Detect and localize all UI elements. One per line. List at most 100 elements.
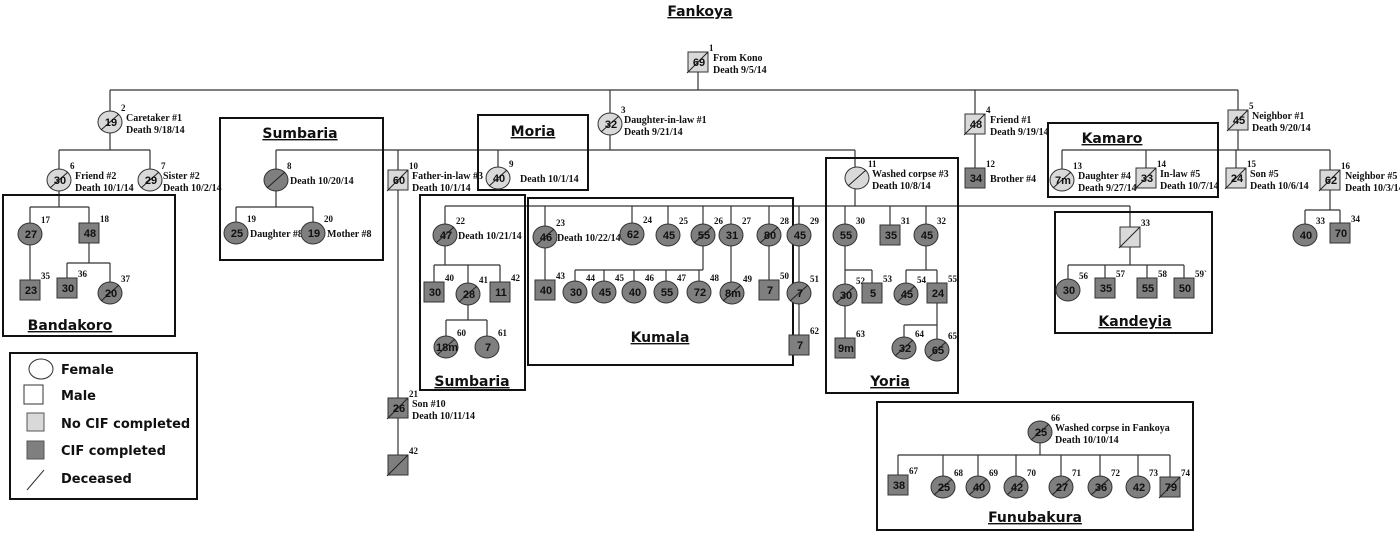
case-age: 48 xyxy=(970,119,982,131)
case-note: Daughter #8 xyxy=(250,229,303,240)
male-symbol-icon xyxy=(534,279,556,301)
case-number: 63 xyxy=(856,329,866,339)
case-number: 73 xyxy=(1149,468,1159,478)
male-symbol-icon xyxy=(23,384,44,405)
deceased-slash-icon xyxy=(1052,171,1072,189)
deceased-slash-icon xyxy=(458,285,478,303)
deceased-slash-icon xyxy=(100,113,120,131)
case-age: 40 xyxy=(540,285,552,297)
case-number: 24 xyxy=(643,215,653,225)
case-age: 45 xyxy=(901,289,913,301)
case-number: 72 xyxy=(1111,468,1121,478)
legend-female: Female xyxy=(61,363,114,378)
case-note: Death 10/1/14 xyxy=(520,174,579,185)
case-number: 44 xyxy=(586,273,596,283)
case-note: Death 10/20/14 xyxy=(290,176,354,187)
case-number: 35 xyxy=(41,271,51,281)
case-age: 72 xyxy=(694,287,706,299)
female-symbol-icon xyxy=(223,221,249,245)
case-note: Death 10/22/14 xyxy=(557,233,621,244)
case-number: 46 xyxy=(645,273,655,283)
case-number: 23 xyxy=(556,218,566,228)
case-number: 4 xyxy=(986,105,991,115)
female-symbol-icon xyxy=(621,280,647,304)
case-number: 45 xyxy=(615,273,625,283)
case-number: 67 xyxy=(909,466,919,476)
case-age: 45 xyxy=(663,230,675,242)
case-note: Friend #1 xyxy=(990,115,1031,126)
case-note: Neighbor #5 xyxy=(1345,171,1397,182)
case-node-61: 761 xyxy=(474,328,508,359)
case-note: Death 9/5/14 xyxy=(713,65,767,76)
case-age: 80 xyxy=(764,230,776,242)
deceased-slash-icon xyxy=(488,169,508,187)
diagram-title: Fankoya xyxy=(667,4,732,20)
deceased-slash-icon xyxy=(789,284,809,302)
female-symbol-icon xyxy=(653,280,679,304)
case-number: 3 xyxy=(621,105,626,115)
case-number: 66 xyxy=(1051,413,1061,423)
case-note: Father-in-law #3 xyxy=(412,171,483,182)
case-age: 42 xyxy=(1133,482,1145,494)
group-title: Moria xyxy=(511,124,556,140)
case-number: 40 xyxy=(445,273,455,283)
case-age: 62 xyxy=(627,229,639,241)
case-age: 50 xyxy=(1179,283,1191,295)
case-number: 33 xyxy=(1141,218,1151,228)
deceased-slash-icon xyxy=(386,169,409,192)
case-note: Death 9/27/14 xyxy=(1078,183,1137,194)
case-number: 53 xyxy=(883,274,893,284)
case-age: 7 xyxy=(797,288,803,300)
case-number: 1 xyxy=(709,43,714,53)
case-age: 30 xyxy=(840,290,852,302)
case-number: 14 xyxy=(1157,159,1167,169)
case-age: 47 xyxy=(440,230,452,242)
case-number: 22 xyxy=(456,216,466,226)
male-symbol-icon xyxy=(861,282,883,304)
case-number: 15 xyxy=(1247,159,1257,169)
group-yoria: Yoria xyxy=(825,157,959,394)
case-age: 30 xyxy=(1063,285,1075,297)
group-title: Kandeyia xyxy=(1098,314,1171,330)
deceased-slash-icon xyxy=(436,338,456,356)
male-symbol-icon xyxy=(423,281,445,303)
case-number: 61 xyxy=(498,328,508,338)
case-number: 57 xyxy=(1116,269,1126,279)
female-symbol-icon xyxy=(1292,223,1318,247)
case-note: Death 10/21/14 xyxy=(458,231,522,242)
female-symbol-icon xyxy=(832,223,858,247)
female-symbol-icon xyxy=(913,223,939,247)
deceased-slash-icon xyxy=(1051,478,1071,496)
deceased-slash-icon xyxy=(435,226,455,244)
male-symbol-icon xyxy=(788,334,810,356)
case-age: 55 xyxy=(698,230,710,242)
deceased-slash-icon xyxy=(386,397,409,420)
case-age: 18m xyxy=(436,342,458,354)
case-age: 25 xyxy=(1035,427,1047,439)
case-number: 7 xyxy=(161,161,166,171)
case-number: 41 xyxy=(479,275,489,285)
case-age: 27 xyxy=(25,229,37,241)
legend: Female Male No CIF completed CIF complet… xyxy=(9,352,198,500)
female-symbol-icon xyxy=(786,223,812,247)
